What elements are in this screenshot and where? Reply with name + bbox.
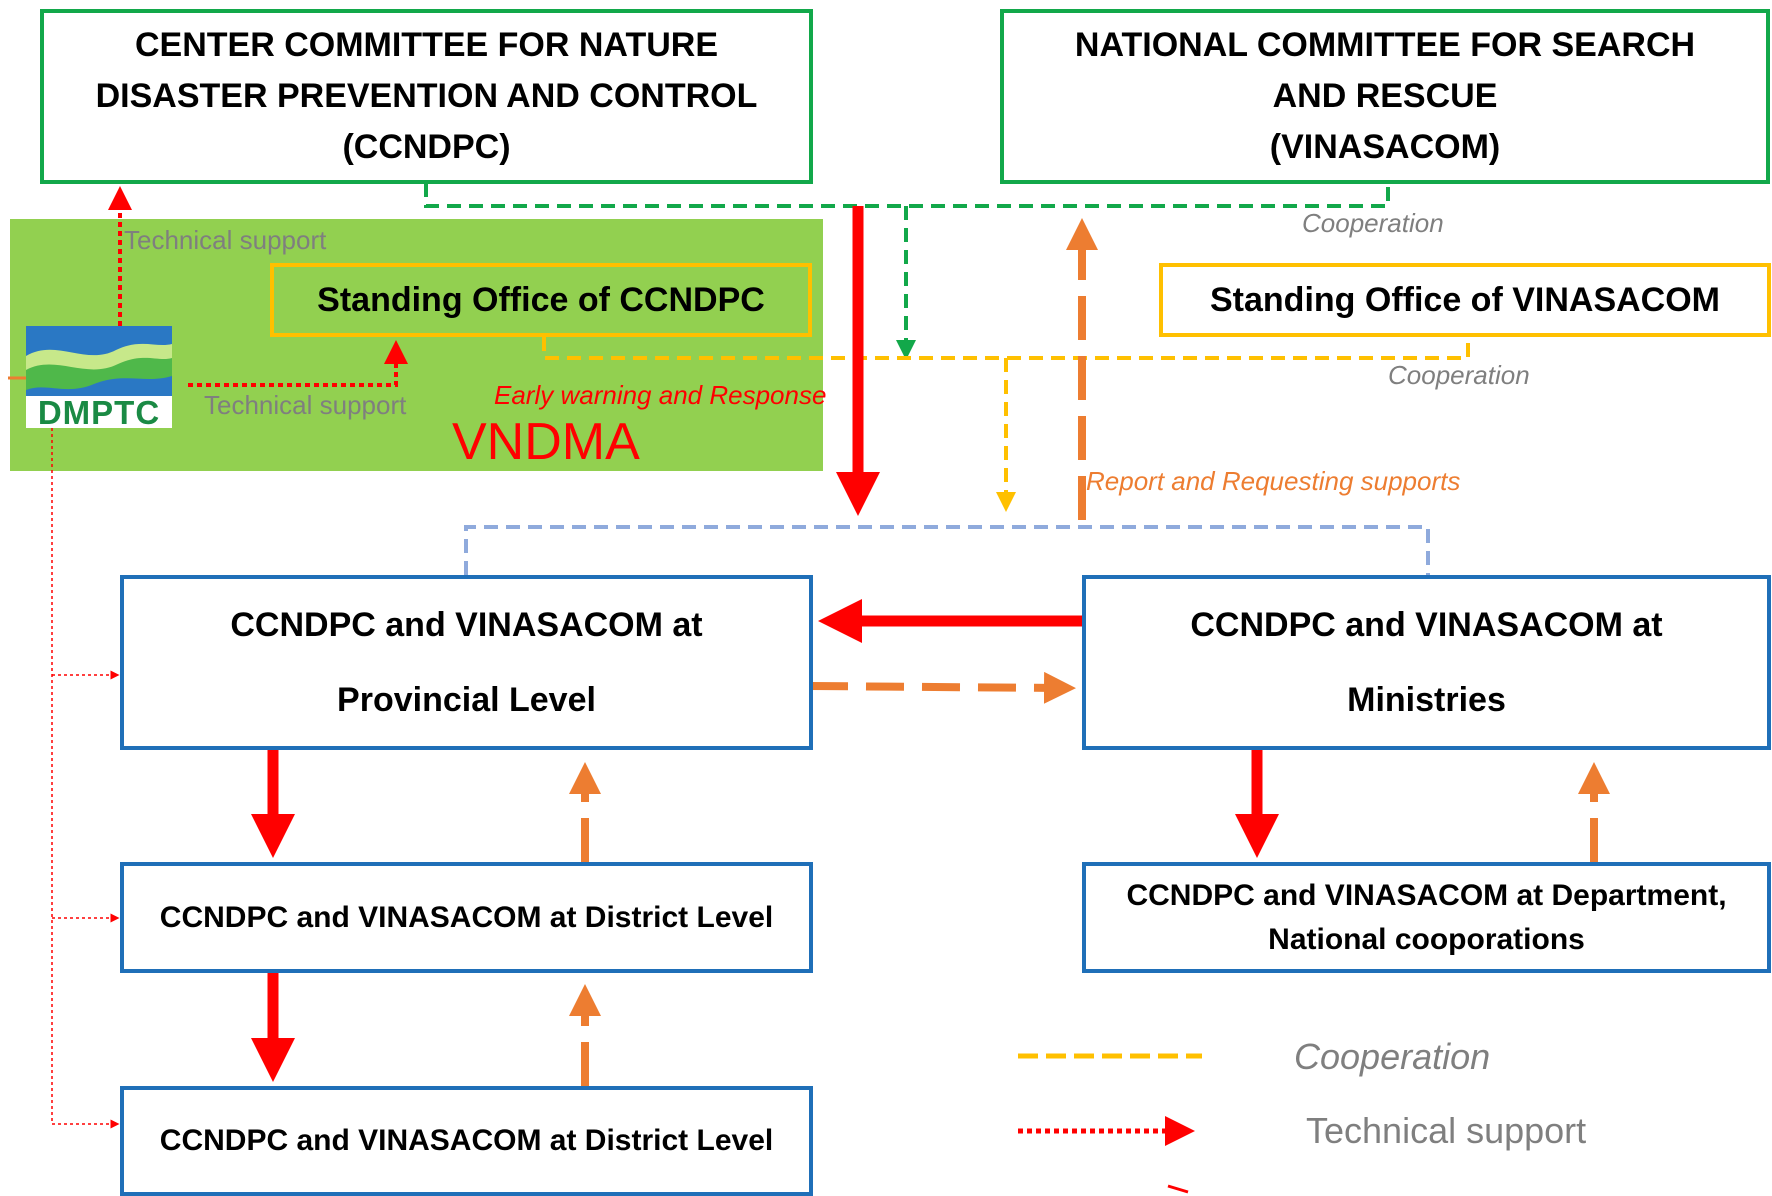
tech-support-arrow-standing (188, 340, 408, 387)
vinasacom-line-1: NATIONAL COMMITTEE FOR SEARCH (1074, 26, 1696, 64)
dmptc-logo-graphic (26, 326, 172, 428)
department-line-2: National cooporations (1268, 922, 1585, 956)
district-level-box-1: CCNDPC and VINASACOM at District Level (120, 862, 813, 973)
early-warning-label: Early warning and Response (494, 380, 827, 410)
provincial-line-1: CCNDPC and VINASACOM at (230, 605, 703, 644)
cooperation-label-top: Cooperation (1302, 208, 1444, 238)
cooperation-line-offices (542, 337, 1470, 360)
vinasacom-line-2: AND RESCUE (1272, 77, 1498, 115)
ministries-box: CCNDPC and VINASACOM at Ministries (1082, 575, 1771, 750)
standing-office-vinasacom-label: Standing Office of VINASACOM (1210, 280, 1720, 319)
standing-office-ccndpc-label: Standing Office of CCNDPC (317, 280, 765, 319)
legend-cooperation-label: Cooperation (1294, 1036, 1491, 1077)
ccndpc-line-2: DISASTER PREVENTION AND CONTROL (95, 77, 758, 115)
legend-technical-support-label: Technical support (1306, 1110, 1587, 1151)
ccndpc-box: CENTER COMMITTEE FOR NATURE DISASTER PRE… (40, 9, 813, 184)
cooperation-line-committees (424, 183, 1390, 208)
vinasacom-line-3: (VINASACOM) (1269, 128, 1501, 166)
ccndpc-line-3: (CCNDPC) (342, 128, 511, 166)
dmptc-logo-text: DMPTC (37, 394, 161, 429)
district-1-label: CCNDPC and VINASACOM at District Level (159, 900, 774, 934)
legend-partial-arrow (1167, 1184, 1189, 1194)
tech-support-label-mid: Technical support (204, 390, 407, 420)
district-level-box-2: CCNDPC and VINASACOM at District Level (120, 1086, 813, 1196)
provincial-level-box: CCNDPC and VINASACOM at Provincial Level (120, 575, 813, 750)
report-label: Report and Requesting supports (1086, 466, 1461, 496)
ministries-line-2: Ministries (1347, 680, 1506, 719)
standing-office-vinasacom: Standing Office of VINASACOM (1159, 263, 1771, 337)
level-bracket (464, 525, 1430, 575)
ccndpc-line-1: CENTER COMMITTEE FOR NATURE (134, 26, 718, 64)
tech-support-label-top: Technical support (124, 225, 327, 255)
cooperation-label-mid: Cooperation (1388, 360, 1530, 390)
provincial-to-ministries-arrow (809, 671, 1076, 704)
standing-office-ccndpc: Standing Office of CCNDPC (270, 263, 812, 337)
provincial-line-2: Provincial Level (337, 680, 596, 719)
ministries-line-1: CCNDPC and VINASACOM at (1190, 605, 1663, 644)
district-2-label: CCNDPC and VINASACOM at District Level (159, 1124, 774, 1157)
department-box: CCNDPC and VINASACOM at Department, Nati… (1082, 862, 1771, 973)
department-line-1: CCNDPC and VINASACOM at Department, (1126, 878, 1727, 912)
vinasacom-box: NATIONAL COMMITTEE FOR SEARCH AND RESCUE… (1000, 9, 1770, 184)
vndma-label: VNDMA (452, 413, 640, 471)
dmptc-logo: DMPTC (26, 326, 172, 428)
